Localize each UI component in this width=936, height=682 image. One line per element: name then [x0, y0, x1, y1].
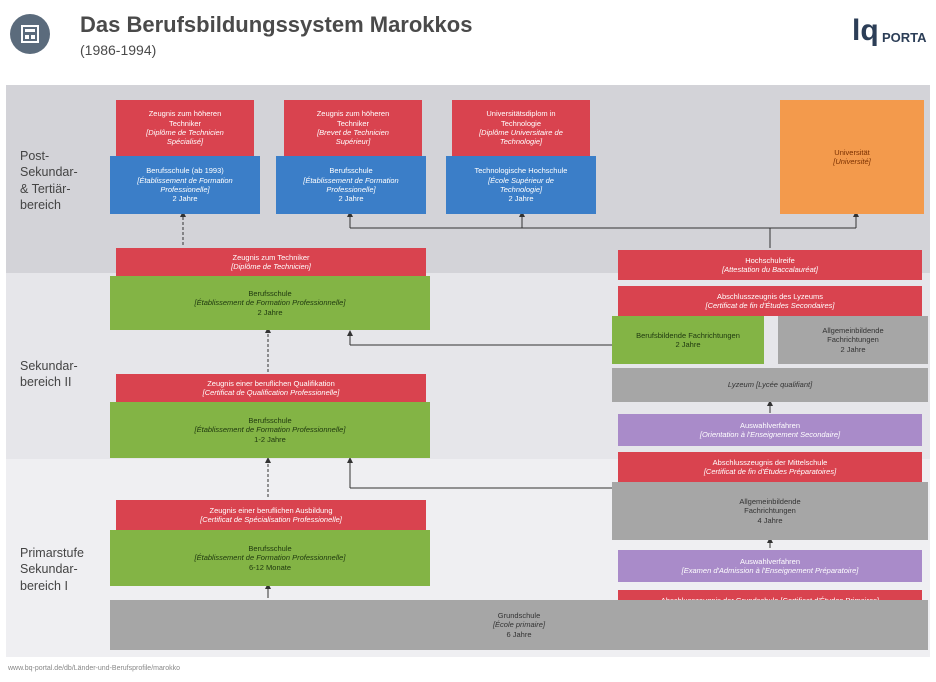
page-title: Das Berufsbildungssystem Marokkos: [80, 12, 473, 37]
box-universitaet: Universität[Université]: [780, 100, 924, 214]
box-berufsschule-ab-1993: Berufsschule (ab 1993)[Établissement de …: [110, 156, 260, 214]
page-subtitle: (1986-1994): [80, 42, 157, 58]
header-icon: [10, 14, 50, 54]
box-zeugnis-techniker: Zeugnis zum Techniker[Diplôme de Technic…: [116, 248, 426, 276]
box-berufsschule-sek2-bottom: Berufsschule[Établissement de Formation …: [110, 402, 430, 458]
bq-portal-logo: lq PORTA: [852, 14, 932, 50]
box-auswahlverfahren-1: Auswahlverfahren[Orientation à l'Enseign…: [618, 414, 922, 446]
box-abschluss-mittelschule: Abschlusszeugnis der Mittelschule[Certif…: [618, 452, 922, 482]
box-lyzeum: Lyzeum [Lycée qualifiant]: [612, 368, 928, 402]
box-berufsschule-primar: Berufsschule[Établissement de Formation …: [110, 530, 430, 586]
box-berufsschule-sek2-top: Berufsschule[Établissement de Formation …: [110, 276, 430, 330]
box-grundschule: Grundschule[École primaire]6 Jahre: [110, 600, 928, 650]
box-zeugnis-berufliche-ausbildung: Zeugnis einer beruflichen Ausbildung[Cer…: [116, 500, 426, 530]
box-technologische-hochschule: Technologische Hochschule[École Supérieu…: [446, 156, 596, 214]
logo-text: PORTA: [882, 30, 927, 45]
logo-letters: lq: [852, 14, 879, 47]
box-hochschulreife: Hochschulreife[Attestation du Baccalauré…: [618, 250, 922, 280]
footer-url: www.bq-portal.de/db/Länder-und-Berufspro…: [8, 665, 180, 672]
box-auswahlverfahren-2: Auswahlverfahren[Examen d'Admission à l'…: [618, 550, 922, 582]
box-abschluss-lyzeum: Abschlusszeugnis des Lyzeums[Certificat …: [618, 286, 922, 316]
box-zeugnis-berufliche-qualifikation: Zeugnis einer beruflichen Qualifikation[…: [116, 374, 426, 402]
level-label-sek2: Sekundar-bereich II: [20, 359, 78, 390]
level-label-post: Post-Sekundar-& Tertiär-bereich: [20, 149, 78, 212]
